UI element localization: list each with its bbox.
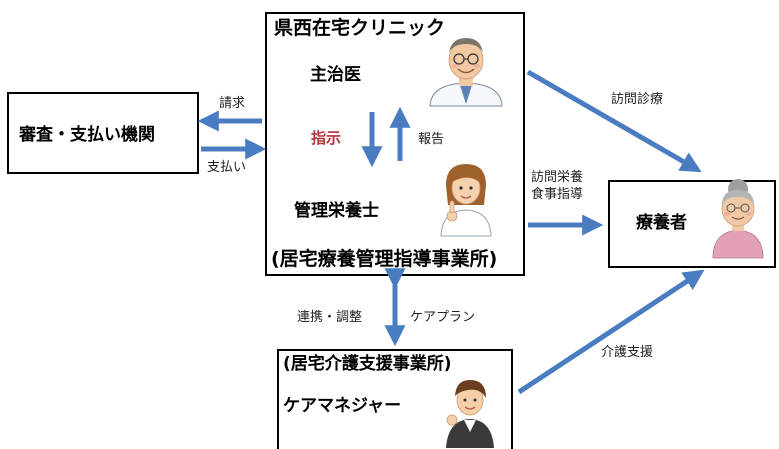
care-plan-label: ケアプラン (410, 310, 475, 325)
dietitian-label: 管理栄養士 (294, 200, 379, 221)
care-office-label: (居宅介護支援事業所) (283, 353, 452, 374)
insurer-box (7, 92, 199, 174)
patient-label: 療養者 (636, 212, 687, 233)
care-manager-label: ケアマネジャー (283, 396, 401, 416)
coordination-label: 連携・調整 (297, 309, 362, 325)
instruction-label: 指示 (311, 129, 341, 147)
care-support-label: 介護支援 (601, 344, 653, 360)
doctor-label: 主治医 (310, 64, 361, 85)
nutrition-label-line1: 訪問栄養 (531, 169, 583, 185)
claim-label: 請求 (219, 96, 245, 111)
home-visit-arrow (526, 69, 702, 173)
home-visit-label: 訪問診療 (611, 91, 663, 107)
care-support-arrow (517, 269, 705, 395)
payment-label: 支払い (207, 160, 246, 175)
elderly-woman-icon (712, 179, 764, 259)
report-label: 報告 (418, 132, 444, 147)
clinic-title: 県西在宅クリニック (274, 16, 445, 39)
care-manager-icon (446, 380, 494, 448)
insurer-label: 審査・支払い機関 (18, 124, 155, 145)
dietitian-icon (440, 164, 492, 237)
clinic-office-label: (居宅療養管理指導事業所) (271, 247, 497, 270)
nutrition-label-line2: 食事指導 (531, 186, 583, 202)
doctor-icon (429, 38, 503, 107)
